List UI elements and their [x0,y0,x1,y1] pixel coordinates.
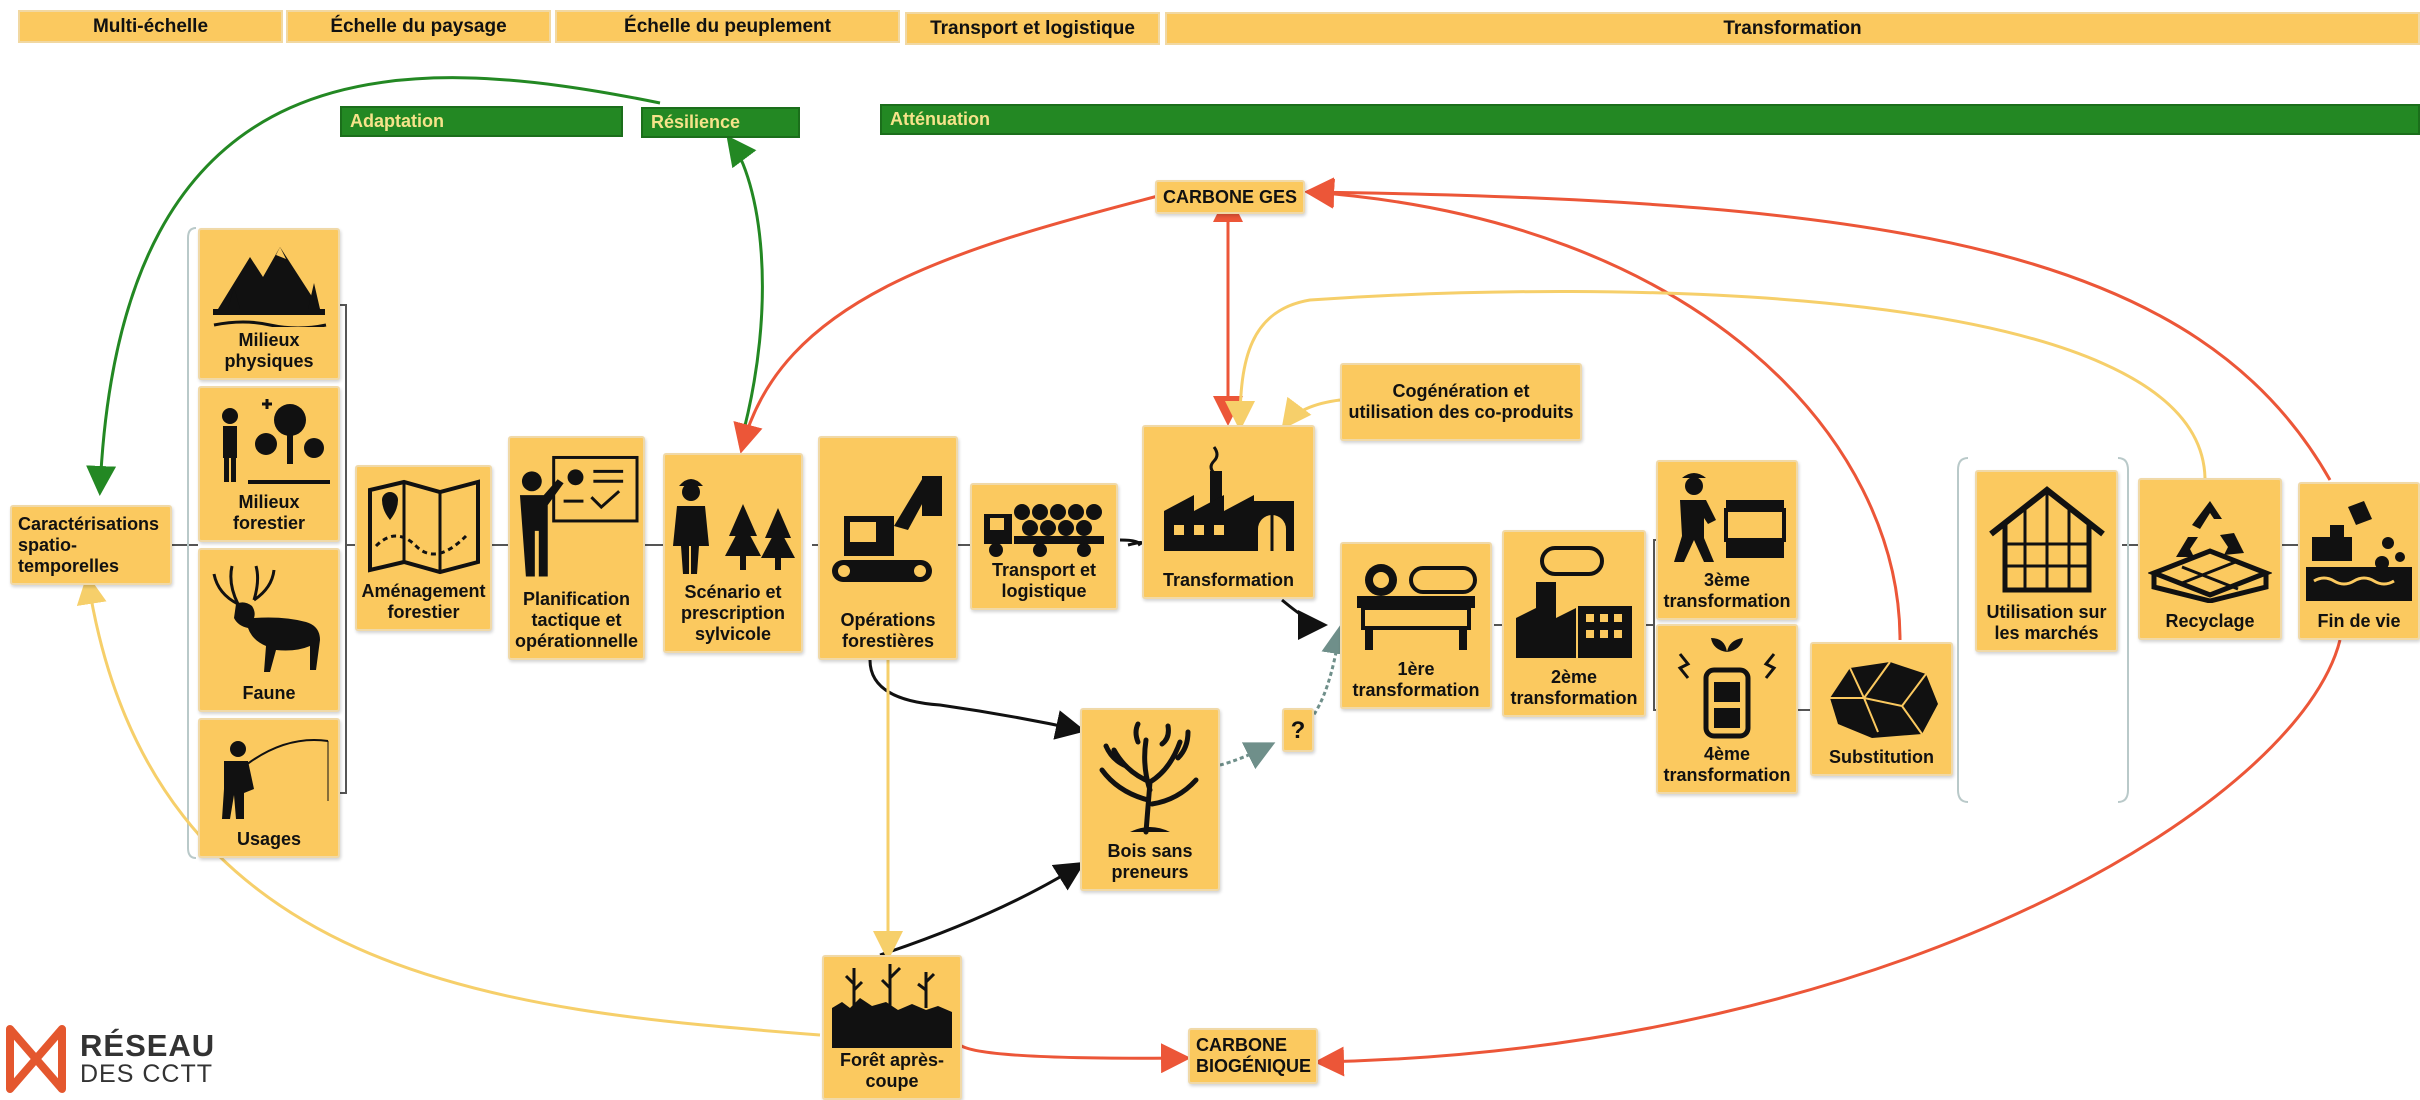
node-faune-label: Faune [242,683,296,703]
node-foret-apres-coupe[interactable]: Forêt après-coupe [822,955,962,1100]
node-3eme-transformation[interactable]: 3ème transformation [1656,460,1798,620]
plant-icon [1508,536,1640,667]
node-operations[interactable]: Opérations forestières [818,436,958,660]
dotted-link [1219,742,1276,770]
node-carbone-biogenique[interactable]: CARBONE BIOGÉNIQUE [1188,1028,1318,1084]
map-icon [361,471,486,581]
dead-tree-icon [1086,714,1214,841]
node-1ere-transformation-label: 1ère transformation [1352,659,1480,700]
yellow-arrows [76,290,2207,1037]
node-cogeneration-label: Cogénération et utilisation des co-produ… [1348,381,1574,422]
reseau-logo-icon [6,1025,66,1093]
node-transport[interactable]: Transport et logistique [970,483,1118,610]
node-4eme-transformation[interactable]: 4ème transformation [1656,624,1798,794]
harvester-icon [824,442,952,610]
landfill-icon [2304,488,2414,611]
caribou-icon [204,554,334,683]
node-bois-sans-preneurs[interactable]: Bois sans preneurs [1080,708,1220,891]
node-substitution[interactable]: Substitution [1810,642,1953,776]
node-carbone-ges[interactable]: CARBONE GES [1155,180,1305,214]
header-transformation: Transformation [1165,12,2420,45]
node-fin-vie-label: Fin de vie [2317,611,2401,631]
node-transformation-label: Transformation [1162,570,1295,590]
node-fin-vie[interactable]: Fin de vie [2298,482,2420,640]
node-caracterisations[interactable]: Caractérisations spatio-temporelles [10,505,172,585]
forester-trees-icon [669,459,797,582]
node-amenagement[interactable]: Aménagement forestier [355,465,492,631]
red-arrows [733,177,2342,1077]
node-bois-sans-preneurs-label: Bois sans preneurs [1107,841,1193,882]
bracket-market-left [1957,457,1969,803]
node-question[interactable]: ? [1282,708,1314,752]
node-transformation[interactable]: Transformation [1142,425,1315,599]
sawmill-icon [1346,548,1486,659]
forest-person-icon [204,392,334,492]
node-usages[interactable]: Usages [198,718,340,858]
bar-adaptation: Adaptation [340,106,623,137]
presenter-board-icon [514,442,639,589]
node-utilisation-label: Utilisation sur les marchés [1986,602,2107,643]
bracket-market-right [2117,457,2129,803]
node-recyclage-label: Recyclage [2165,611,2255,631]
node-milieux-forestier[interactable]: Milieux forestier [198,386,340,542]
header-echelle-peuplement: Échelle du peuplement [555,10,900,43]
node-milieux-physiques[interactable]: Milieux physiques [198,228,340,380]
node-scenario[interactable]: Scénario et prescription sylvicole [663,453,803,653]
node-faune[interactable]: Faune [198,548,340,712]
node-transport-label: Transport et logistique [991,560,1097,601]
node-planification[interactable]: Planification tactique et opérationnelle [508,436,645,660]
bracket-left-1 [187,227,197,859]
node-operations-label: Opérations forestières [840,610,936,651]
node-utilisation[interactable]: Utilisation sur les marchés [1975,470,2118,652]
node-foret-apres-coupe-label: Forêt après-coupe [839,1050,945,1091]
dotted-link-2 [1308,624,1352,721]
node-1ere-transformation[interactable]: 1ère transformation [1340,542,1492,709]
node-scenario-label: Scénario et prescription sylvicole [680,582,786,644]
fisherman-icon [204,724,334,829]
black-arrows [868,538,1328,957]
node-carbone-ges-label: CARBONE GES [1163,186,1298,207]
node-cogeneration[interactable]: Cogénération et utilisation des co-produ… [1340,363,1582,441]
rock-icon [1816,648,1947,747]
node-milieux-forestier-label: Milieux forestier [232,492,306,533]
logo-text-main: RÉSEAU [80,1028,216,1063]
node-recyclage[interactable]: Recyclage [2138,478,2282,640]
factory-icon [1148,431,1309,570]
biorefinery-icon [1662,630,1792,744]
node-3eme-transformation-label: 3ème transformation [1663,570,1791,611]
recycle-pallet-icon [2144,484,2276,611]
header-multi-echelle: Multi-échelle [18,10,283,43]
clearcut-forest-icon [828,960,956,1050]
house-frame-icon [1981,476,2112,602]
cabinetmaker-icon [1662,466,1792,570]
node-2eme-transformation[interactable]: 2ème transformation [1502,530,1646,717]
node-milieux-physiques-label: Milieux physiques [224,330,314,371]
node-usages-label: Usages [236,829,302,849]
mountain-icon [204,234,334,330]
node-2eme-transformation-label: 2ème transformation [1510,667,1638,708]
node-4eme-transformation-label: 4ème transformation [1663,744,1791,785]
node-caracterisations-label: Caractérisations spatio-temporelles [18,513,160,576]
bar-resilience: Résilience [641,107,800,138]
node-amenagement-label: Aménagement forestier [361,581,486,622]
header-transport: Transport et logistique [905,12,1160,45]
logo-text-sub: DES CCTT [80,1060,213,1088]
node-carbone-biogenique-label: CARBONE BIOGÉNIQUE [1196,1035,1312,1076]
log-truck-icon [976,489,1112,560]
node-substitution-label: Substitution [1829,747,1934,767]
bar-attenuation: Atténuation [880,104,2420,135]
node-question-label: ? [1290,716,1306,744]
header-echelle-paysage: Échelle du paysage [286,10,551,43]
node-planification-label: Planification tactique et opérationnelle [514,589,639,651]
